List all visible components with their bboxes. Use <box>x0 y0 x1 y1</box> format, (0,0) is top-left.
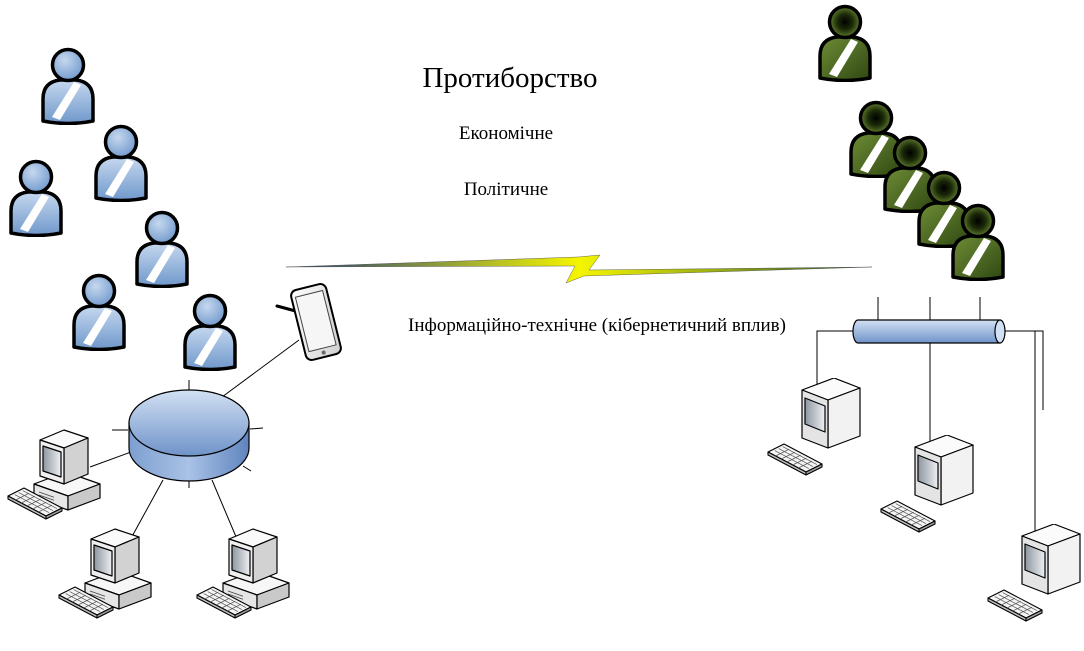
group-b-person-icon <box>818 4 872 82</box>
network-link <box>1004 330 1044 410</box>
conflict-labels: Протиборство Економічне Політичне Інформ… <box>408 62 786 336</box>
network-link <box>816 330 856 395</box>
computer-icon <box>768 378 860 475</box>
hub-port <box>242 465 252 472</box>
network-hub-icon <box>128 389 250 482</box>
network-link <box>89 451 132 468</box>
tablet-icon <box>275 282 342 362</box>
group-a-network <box>8 282 342 618</box>
network-links <box>816 297 1044 540</box>
group-a-person-icon <box>9 159 63 237</box>
computer-icon <box>881 435 973 532</box>
hub-port <box>249 427 264 430</box>
group-b-person-icon <box>849 100 903 178</box>
label-economic: Економічне <box>459 123 553 144</box>
group-b-people <box>818 4 1005 281</box>
group-a-person-icon <box>135 210 189 288</box>
group-a-person-icon <box>94 124 148 202</box>
group-b-network <box>768 297 1080 621</box>
computer-icon <box>8 430 100 519</box>
computer-icon <box>197 529 289 618</box>
lightning-icon <box>285 254 873 284</box>
computer-icon <box>988 524 1080 621</box>
group-a-people <box>9 47 237 371</box>
group-a-person-icon <box>183 293 237 371</box>
network-link <box>221 339 300 398</box>
diagram-title: Протиборство <box>422 62 597 94</box>
label-political: Політичне <box>464 179 548 200</box>
group-a-person-icon <box>41 47 95 125</box>
group-a-person-icon <box>72 273 126 351</box>
computer-icon <box>59 529 151 618</box>
label-cyber: Інформаційно-технічне (кібернетичний впл… <box>408 315 786 336</box>
network-bus-icon <box>852 319 1006 344</box>
